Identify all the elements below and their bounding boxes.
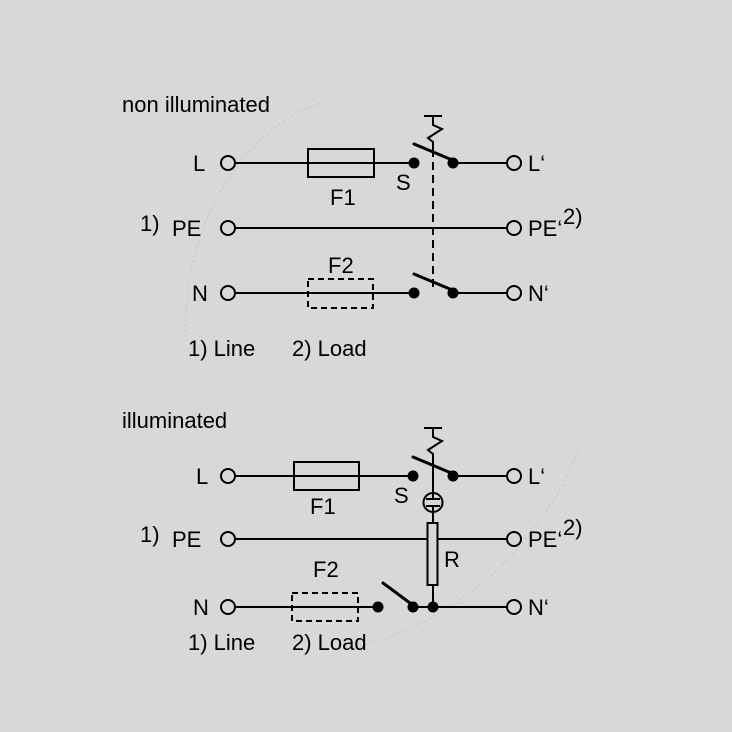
line-ref: 1) bbox=[140, 211, 160, 236]
terminal-label-n-out: N‘ bbox=[528, 595, 549, 620]
load-ref: 2) bbox=[563, 515, 583, 540]
terminal-label-n-out: N‘ bbox=[528, 281, 549, 306]
legend-line: 1) Line bbox=[188, 630, 255, 655]
actuator-zigzag-icon bbox=[426, 428, 445, 459]
fuse-f1-symbol bbox=[307, 148, 375, 178]
terminal-pe-in bbox=[220, 220, 236, 236]
junction-dot bbox=[427, 601, 439, 613]
fuse-f2-symbol bbox=[291, 592, 359, 622]
terminal-pe-out bbox=[506, 531, 522, 547]
actuator-zigzag-icon bbox=[426, 116, 445, 149]
switch-blade-n bbox=[381, 581, 416, 608]
terminal-label-pe-out: PE‘ bbox=[528, 527, 562, 552]
terminal-label-pe: PE bbox=[172, 527, 201, 552]
terminal-n-in bbox=[220, 285, 236, 301]
switch-contact-dot bbox=[407, 470, 419, 482]
terminal-n-in bbox=[220, 599, 236, 615]
fuse-f2-label: F2 bbox=[328, 253, 354, 278]
terminal-label-n: N bbox=[193, 595, 209, 620]
terminal-label-l-out: L‘ bbox=[528, 151, 545, 176]
line-ref: 1) bbox=[140, 522, 160, 547]
terminal-label-n: N bbox=[192, 281, 208, 306]
diagram-title: illuminated bbox=[122, 408, 227, 433]
non-illuminated-diagram: non illuminated L F1 L‘ S 1) PE PE‘ 2) N… bbox=[122, 92, 583, 361]
terminal-pe-in bbox=[220, 531, 236, 547]
terminal-n-out bbox=[506, 285, 522, 301]
switch-contact-dot bbox=[372, 601, 384, 613]
resistor-symbol bbox=[426, 522, 439, 586]
terminal-l-in bbox=[220, 155, 236, 171]
terminal-n-out bbox=[506, 599, 522, 615]
switch-label: S bbox=[396, 170, 411, 195]
terminal-label-pe: PE bbox=[172, 216, 201, 241]
terminal-l-out bbox=[506, 468, 522, 484]
watermark-arc bbox=[184, 102, 321, 341]
legend-load: 2) Load bbox=[292, 336, 367, 361]
resistor-label: R bbox=[444, 547, 460, 572]
load-ref: 2) bbox=[563, 204, 583, 229]
illuminated-diagram: illuminated L F1 L‘ S 1) PE PE‘ 2) R bbox=[122, 408, 583, 655]
terminal-l-in bbox=[220, 468, 236, 484]
switch-contact-dot bbox=[408, 157, 420, 169]
legend-line: 1) Line bbox=[188, 336, 255, 361]
terminal-label-l: L bbox=[196, 464, 208, 489]
terminal-label-l: L bbox=[193, 151, 205, 176]
diagram-title: non illuminated bbox=[122, 92, 270, 117]
terminal-l-out bbox=[506, 155, 522, 171]
legend-load: 2) Load bbox=[292, 630, 367, 655]
switch-label: S bbox=[394, 483, 409, 508]
fuse-f2-label: F2 bbox=[313, 557, 339, 582]
terminal-pe-out bbox=[506, 220, 522, 236]
terminal-label-l-out: L‘ bbox=[528, 464, 545, 489]
fuse-f2-symbol bbox=[307, 278, 374, 309]
switch-blade-l bbox=[411, 455, 458, 477]
fuse-f1-label: F1 bbox=[310, 494, 336, 519]
switch-contact-dot bbox=[408, 287, 420, 299]
fuse-f1-symbol bbox=[293, 461, 360, 491]
watermark-arc bbox=[349, 447, 579, 649]
fuse-f1-label: F1 bbox=[330, 185, 356, 210]
terminal-label-pe-out: PE‘ bbox=[528, 216, 562, 241]
